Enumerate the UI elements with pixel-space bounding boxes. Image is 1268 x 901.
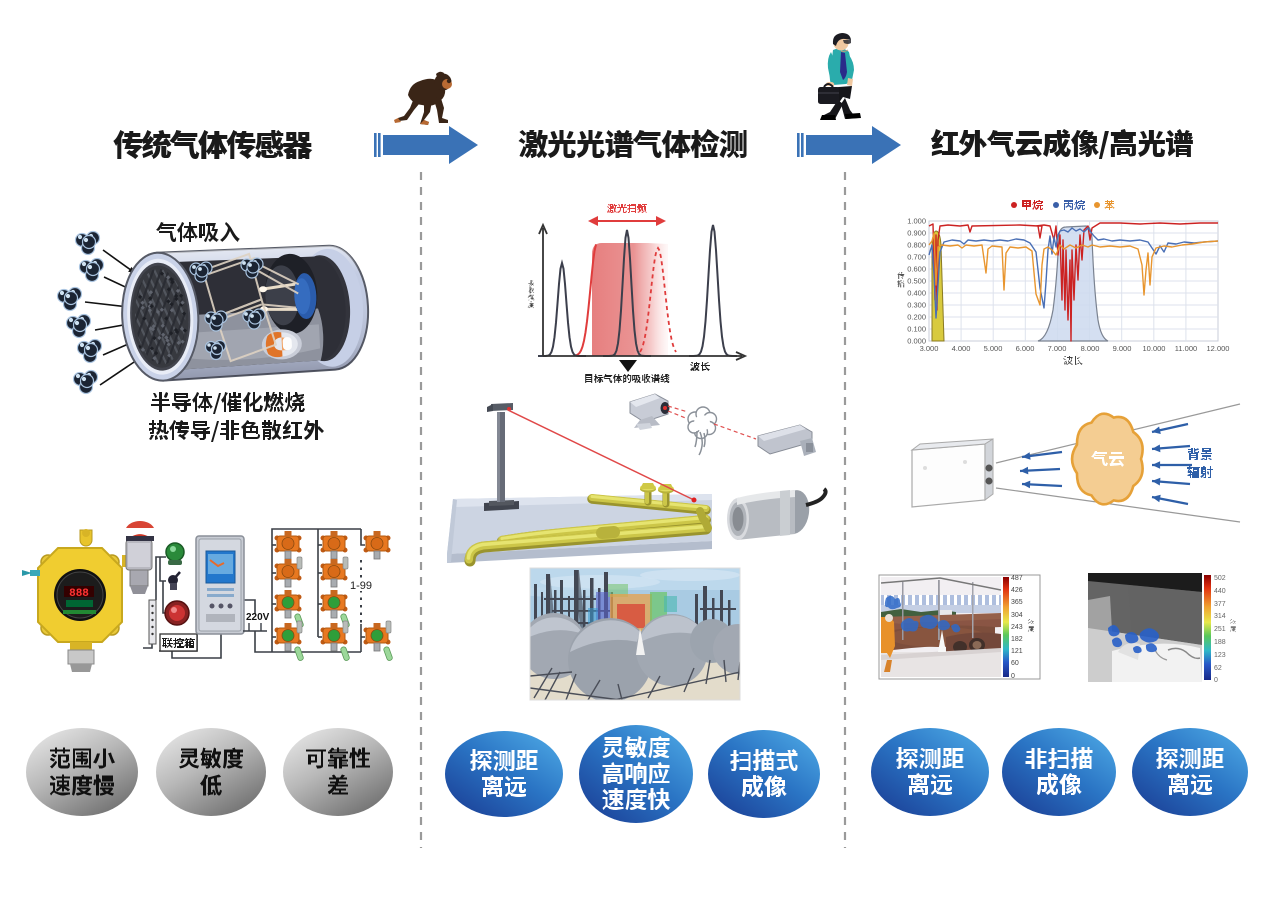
svg-text:888: 888 xyxy=(69,588,89,600)
svg-text:0.000: 0.000 xyxy=(907,337,926,346)
svg-text:377: 377 xyxy=(1214,601,1226,608)
svg-text:121: 121 xyxy=(1011,648,1023,655)
svg-text:182: 182 xyxy=(1011,636,1023,643)
svg-text:1-99: 1-99 xyxy=(350,580,372,592)
svg-text:0.300: 0.300 xyxy=(907,301,926,310)
svg-text:243: 243 xyxy=(1011,624,1023,631)
svg-text:251: 251 xyxy=(1214,626,1226,633)
svg-text:502: 502 xyxy=(1214,575,1226,582)
svg-text:188: 188 xyxy=(1214,639,1226,646)
svg-text:314: 314 xyxy=(1214,613,1226,620)
svg-text:4.000: 4.000 xyxy=(952,344,971,353)
svg-text:0: 0 xyxy=(1214,677,1218,684)
svg-text:0.800: 0.800 xyxy=(907,241,926,250)
svg-text:123: 123 xyxy=(1214,652,1226,659)
svg-text:6.000: 6.000 xyxy=(1016,344,1035,353)
svg-text:62: 62 xyxy=(1214,665,1222,672)
svg-text:12.000: 12.000 xyxy=(1207,344,1230,353)
svg-text:9.000: 9.000 xyxy=(1113,344,1132,353)
svg-text:0.900: 0.900 xyxy=(907,229,926,238)
svg-text:365: 365 xyxy=(1011,599,1023,606)
svg-text:304: 304 xyxy=(1011,612,1023,619)
svg-text:60: 60 xyxy=(1011,660,1019,667)
svg-text:0.400: 0.400 xyxy=(907,289,926,298)
svg-text:1.000: 1.000 xyxy=(907,217,926,226)
svg-text:426: 426 xyxy=(1011,587,1023,594)
svg-text:487: 487 xyxy=(1011,575,1023,582)
svg-text:0.700: 0.700 xyxy=(907,253,926,262)
svg-text:5.000: 5.000 xyxy=(984,344,1003,353)
svg-text:8.000: 8.000 xyxy=(1081,344,1100,353)
svg-text:3.000: 3.000 xyxy=(920,344,939,353)
svg-text:0.500: 0.500 xyxy=(907,277,926,286)
svg-text:220V: 220V xyxy=(246,612,270,623)
svg-text:0: 0 xyxy=(1011,673,1015,680)
svg-text:10.000: 10.000 xyxy=(1143,344,1166,353)
svg-text:7.000: 7.000 xyxy=(1048,344,1067,353)
svg-text:440: 440 xyxy=(1214,588,1226,595)
svg-text:0.100: 0.100 xyxy=(907,325,926,334)
svg-text:0.600: 0.600 xyxy=(907,265,926,274)
svg-text:11.000: 11.000 xyxy=(1175,344,1197,353)
svg-text:0.200: 0.200 xyxy=(907,313,926,322)
